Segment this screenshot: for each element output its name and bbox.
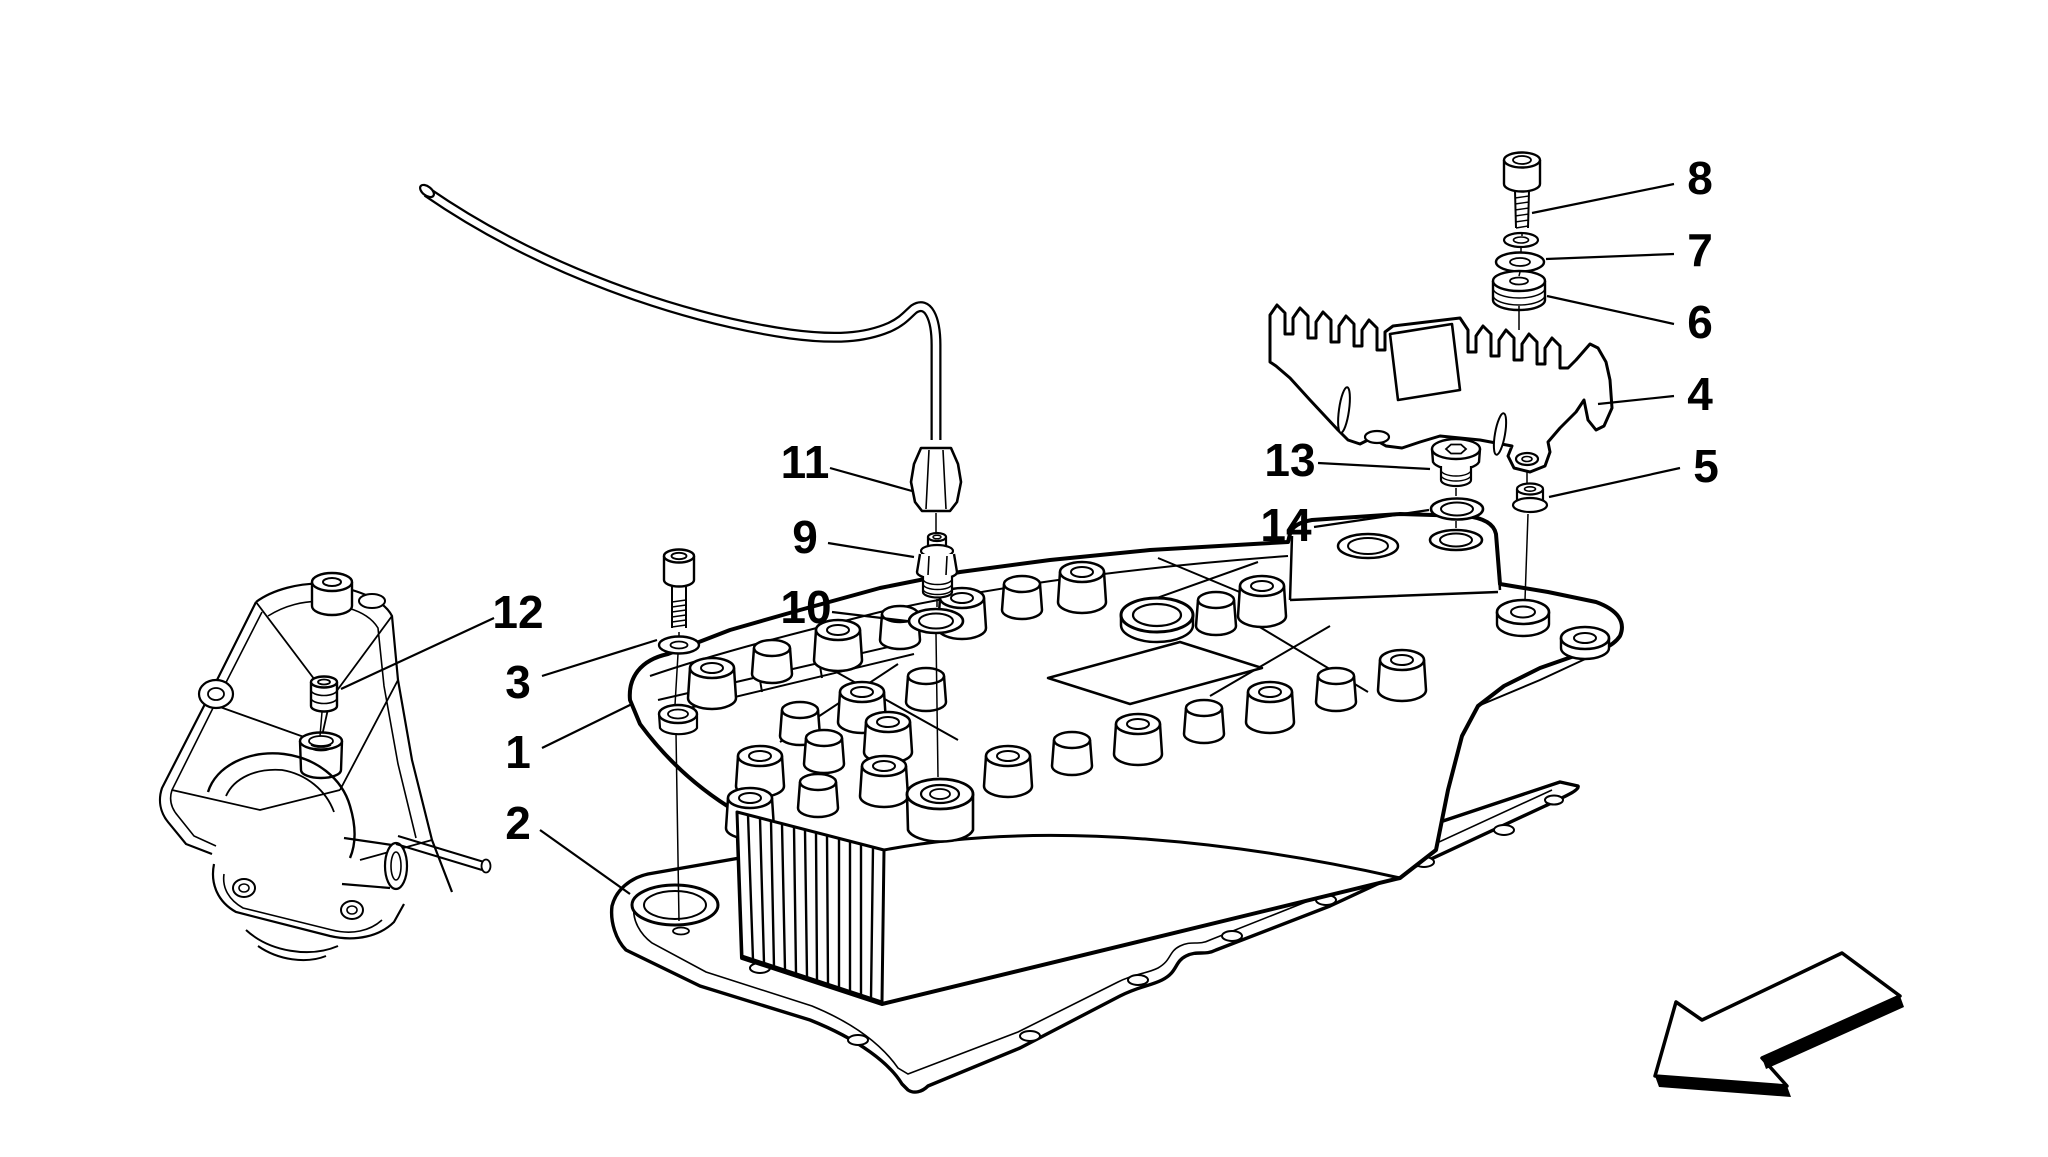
part-6-spacer <box>1491 232 1547 330</box>
part-8-bolt <box>1502 151 1542 229</box>
callout-label-3: 3 <box>505 656 531 708</box>
leader-line-14 <box>1313 508 1430 529</box>
leader-lines <box>340 182 1681 895</box>
orientation-arrow-icon <box>1653 951 1904 1097</box>
part-4-bracket <box>1268 303 1614 474</box>
part-10-washer <box>907 607 965 778</box>
boss-port-for-part-10 <box>905 777 975 843</box>
leader-line-3 <box>541 638 658 678</box>
part-5-nut <box>1511 470 1549 601</box>
callout-label-7: 7 <box>1687 224 1713 276</box>
callout-label-11: 11 <box>781 436 830 488</box>
callout-label-9: 9 <box>792 511 818 563</box>
callout-label-5: 5 <box>1693 440 1719 492</box>
engine-block-fragment <box>158 571 492 962</box>
callout-label-2: 2 <box>505 797 531 849</box>
part-7-washers <box>1494 231 1546 273</box>
leader-line-5 <box>1548 466 1681 499</box>
leader-line-4 <box>1597 394 1675 406</box>
callout-label-12: 12 <box>492 586 543 638</box>
right-wing-bosses <box>1495 598 1611 661</box>
cooling-fins <box>735 810 886 1004</box>
leader-line-12 <box>340 617 495 690</box>
leader-line-9 <box>827 541 915 559</box>
part-14-washer <box>1429 497 1485 528</box>
part-3-bolt <box>657 548 701 922</box>
leader-line-11 <box>829 466 913 493</box>
leader-line-1 <box>541 703 633 749</box>
gasket-ring-part-2 <box>630 883 720 936</box>
part-9-union <box>915 531 959 607</box>
callout-label-13: 13 <box>1264 434 1315 486</box>
leader-line-13 <box>1317 461 1431 471</box>
tube-part-11 <box>419 183 963 534</box>
callout-label-14: 14 <box>1260 499 1312 551</box>
callout-labels: 8 7 6 4 5 13 14 11 9 10 12 3 1 2 <box>492 152 1718 849</box>
callout-label-1: 1 <box>505 726 531 778</box>
part-13-plug <box>1430 437 1482 496</box>
callout-label-6: 6 <box>1687 296 1713 348</box>
leader-line-7 <box>1545 252 1675 261</box>
leader-line-2 <box>539 829 631 895</box>
large-port <box>1119 596 1195 644</box>
callout-label-10: 10 <box>780 581 831 633</box>
leader-line-6 <box>1546 294 1675 326</box>
leader-line-10 <box>831 610 908 623</box>
identification-plate <box>1046 640 1264 706</box>
callout-label-8: 8 <box>1687 152 1713 204</box>
part-12-plug <box>309 675 339 737</box>
heat-exchanger-body <box>627 512 1624 1006</box>
reservoir-hump <box>1288 528 1502 602</box>
leader-line-8 <box>1531 182 1675 215</box>
callout-label-4: 4 <box>1687 368 1713 420</box>
